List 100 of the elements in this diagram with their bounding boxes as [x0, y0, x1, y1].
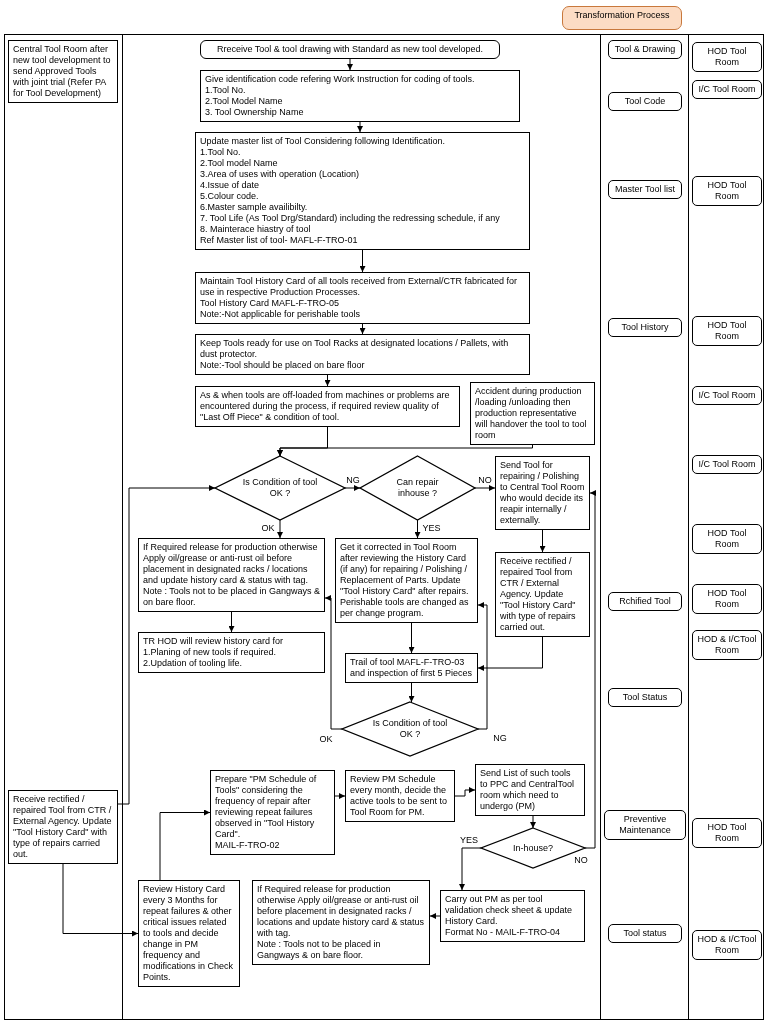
edge-label: NG	[344, 475, 362, 485]
decision-diamond	[215, 456, 345, 520]
responsibility-box	[692, 80, 762, 99]
step-text: Prepare "PM Schedule of Tools" considering the frequency of repair after reviewing repeat failures observed in "Tool History Card".	[215, 774, 318, 840]
step-text: Master Tool list	[614, 184, 676, 195]
process-box	[195, 334, 530, 375]
arrow	[359, 323, 366, 335]
step-text: Transformation Process	[573, 10, 671, 21]
arrow	[539, 529, 546, 553]
step-text: Ref Master list of tool- MAFL-F-TRO-01	[200, 235, 359, 246]
arrow	[277, 519, 283, 539]
step-text: 2.Updation of tooling life.	[143, 658, 244, 669]
process-box	[195, 272, 530, 324]
process-box	[252, 880, 430, 965]
record-box	[608, 688, 682, 707]
step-text: Tool Code	[623, 96, 667, 107]
question-text: Is Condition of tool OK ?	[241, 477, 319, 499]
process-box	[345, 770, 455, 822]
edge-label: NG	[491, 733, 509, 743]
arrow	[408, 682, 415, 703]
step-text: 8. Mainterace hiastry of tool	[200, 224, 312, 235]
process-box	[138, 632, 325, 673]
responsibility-box	[692, 176, 762, 206]
step-text: Review History Card every 3 Months for repeat failures & other critical issues related to tools and decide change in PM frequency and modifications in Check Points.	[143, 884, 235, 983]
step-text: If Required release for production otherwise Apply oil/grease or anti-rust oil before placement in designated racks / locations and update history card & status with tag.	[257, 884, 425, 939]
step-text: HOD Tool Room	[706, 320, 748, 342]
step-text: 5.Colour code.	[200, 191, 260, 202]
step-text: 3. Tool Ownership Name	[205, 107, 305, 118]
step-text: Note : Tools not to be placed in Gangways & on bare floor.	[143, 586, 320, 608]
step-text: Tool History Card MAFL-F-TRO-05	[200, 298, 341, 309]
record-box	[608, 180, 682, 199]
arrow	[334, 793, 346, 799]
step-text: Preventive Maintenance	[618, 814, 672, 836]
step-text: Tool Status	[621, 692, 669, 703]
step-text: Maintain Tool History Card of all tools received from External/CTR fabricated for use in respective Production Processes.	[200, 276, 518, 298]
step-text: As & when tools are off-loaded from machines or problems are encountered during the process, if required review quality of "Last Off Piece" & condition of tool.	[200, 390, 451, 423]
step-text: Review PM Schedule every month, decide the active tools to be sent to Tool Room for PM.	[350, 774, 449, 818]
responsibility-box	[692, 524, 762, 554]
arrow	[357, 121, 363, 133]
responsibility-box	[692, 818, 762, 848]
arrow	[62, 863, 139, 937]
edge-label: OK	[317, 734, 335, 744]
step-text: Tool status	[622, 928, 668, 939]
arrow	[117, 485, 216, 805]
question-text: In-house?	[513, 842, 553, 854]
process-box	[138, 538, 325, 612]
step-text: 7. Tool Life (As Tool Drg/Standard) including the redressing schedule, if any	[200, 213, 501, 224]
step-text: Receive rectified / repaired Tool from CTR / External Agency. Update "Tool History Card" with type of repairs carried out.	[500, 556, 577, 633]
step-text: Carry out PM as per tool validation check sheet & update History Card.	[445, 894, 574, 927]
step-text: 3.Area of uses with operation (Location)	[200, 169, 361, 180]
step-text: Get it corrected in Tool Room after reviewing the History Card (if any) for repairing / Polishing / Replacement of Parts. Update "Tool History Card" after repairs. Perishable tools are changed as per change program.	[340, 542, 470, 619]
step-text: 2.Tool Model Name	[205, 96, 284, 107]
process-box	[335, 538, 478, 623]
process-box	[195, 132, 530, 250]
record-box	[604, 810, 686, 840]
edge-label: NO	[572, 855, 590, 865]
step-text: 1.Planing of new tools if required.	[143, 647, 278, 658]
step-text: Rchified Tool	[618, 596, 672, 607]
arrow	[324, 374, 331, 387]
step-text: Note : Tools not to be placed in Gangways & on bare floor.	[257, 939, 382, 961]
arrow	[459, 847, 482, 891]
step-text: Accident during production /loading /unloading then production representative will handover the tool to tool room	[475, 386, 588, 441]
step-text: Update master list of Tool Considering following Identification.	[200, 136, 446, 147]
question-text: Is Condition of tool OK ?	[371, 718, 449, 740]
step-text: Format No - MAIL-F-TRO-04	[445, 927, 561, 938]
step-text: TR HOD will review history card for	[143, 636, 285, 647]
step-text: HOD Tool Room	[706, 588, 748, 610]
question-text: Can repair inhouse ?	[395, 477, 440, 499]
arrow	[324, 595, 343, 730]
record-box	[608, 924, 682, 943]
process-box	[210, 770, 335, 855]
process-box	[8, 40, 118, 103]
decision-diamond	[360, 456, 475, 520]
step-text: HOD Tool Room	[706, 822, 748, 844]
step-text: 1.Tool No.	[205, 85, 247, 96]
edge-label: YES	[420, 523, 443, 533]
step-text: HOD & I/CTool Room	[696, 934, 758, 956]
step-text: Keep Tools ready for use on Tool Racks at designated locations / Pallets, with dust protector.	[200, 338, 510, 360]
arrow	[429, 913, 441, 919]
arrow	[228, 611, 235, 633]
arrow	[584, 490, 596, 849]
process-box	[440, 890, 585, 942]
arrow	[414, 519, 421, 539]
step-text: Tool & Drawing	[613, 44, 677, 55]
step-text: I/C Tool Room	[697, 390, 757, 401]
step-text: 2.Tool model Name	[200, 158, 279, 169]
edge-label: NO	[476, 475, 494, 485]
step-text: HOD Tool Room	[706, 46, 748, 68]
arrow	[474, 485, 496, 491]
process-box	[200, 40, 500, 59]
step-text: 6.Master sample availibilty.	[200, 202, 309, 213]
step-text: HOD Tool Room	[706, 180, 748, 202]
step-text: I/C Tool Room	[697, 459, 757, 470]
step-text: I/C Tool Room	[697, 84, 757, 95]
process-box	[470, 382, 595, 445]
edge-label: YES	[458, 835, 480, 845]
arrow	[347, 58, 353, 71]
step-text: Send List of such tools to PPC and CentralTool room which need to undergo (PM)	[480, 768, 576, 812]
step-text: 4.Issue of date	[200, 180, 261, 191]
arrow	[477, 602, 488, 730]
